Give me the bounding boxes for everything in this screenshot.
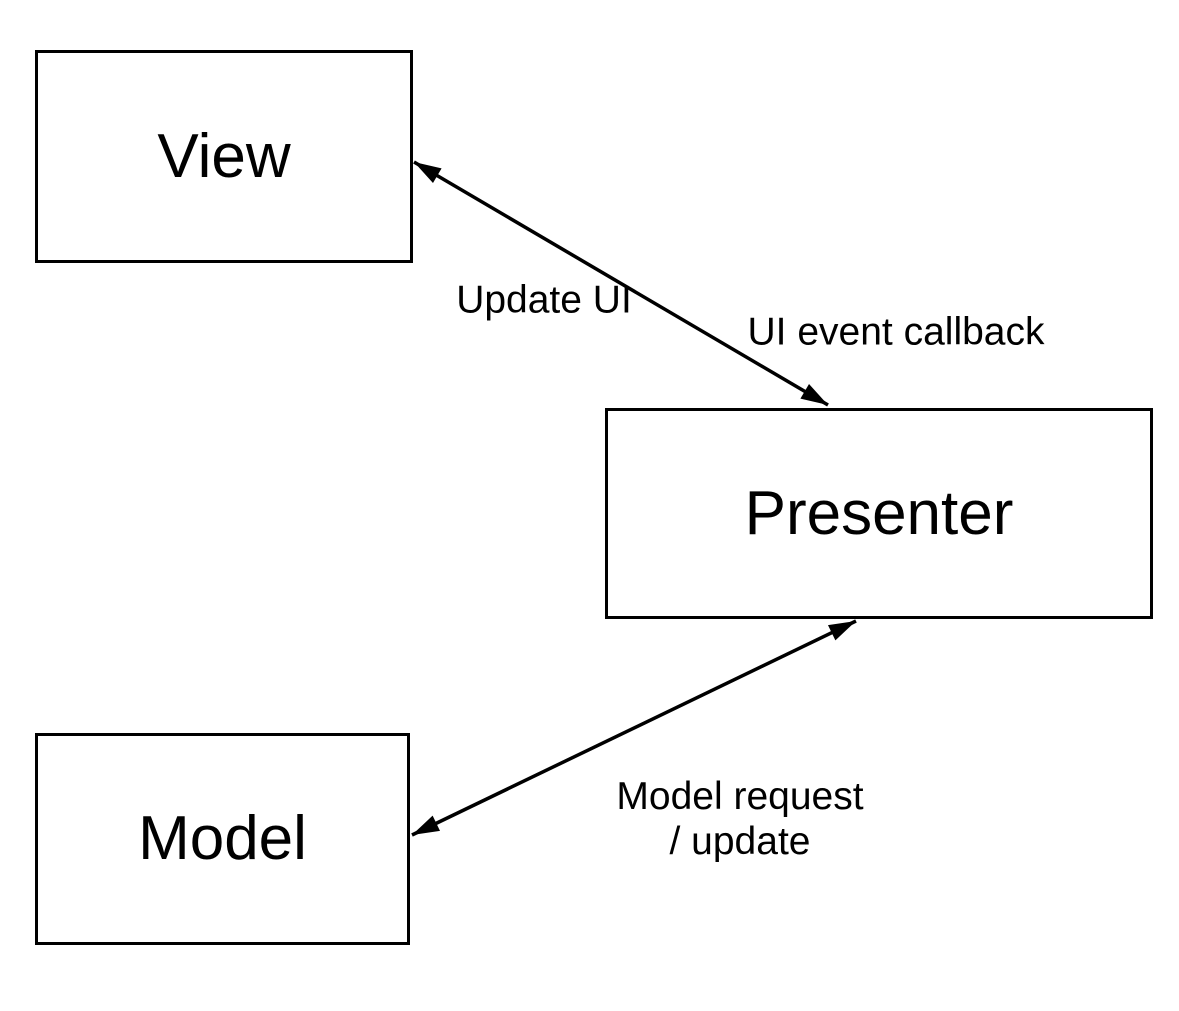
edge-label-model-request-line1: Model request [616, 775, 864, 818]
edge-label-ui-event-callback: UI event callback [747, 310, 1045, 354]
node-model: Model [35, 733, 410, 945]
node-presenter: Presenter [605, 408, 1153, 619]
node-view-label: View [157, 121, 291, 191]
edge-label-model-request-update: Model request / update [616, 774, 863, 864]
node-presenter-label: Presenter [744, 478, 1014, 548]
node-view: View [35, 50, 413, 263]
edge-label-update-ui: Update UI [456, 278, 632, 322]
edge-label-model-request-line2: / update [669, 820, 811, 863]
node-model-label: Model [138, 804, 307, 873]
